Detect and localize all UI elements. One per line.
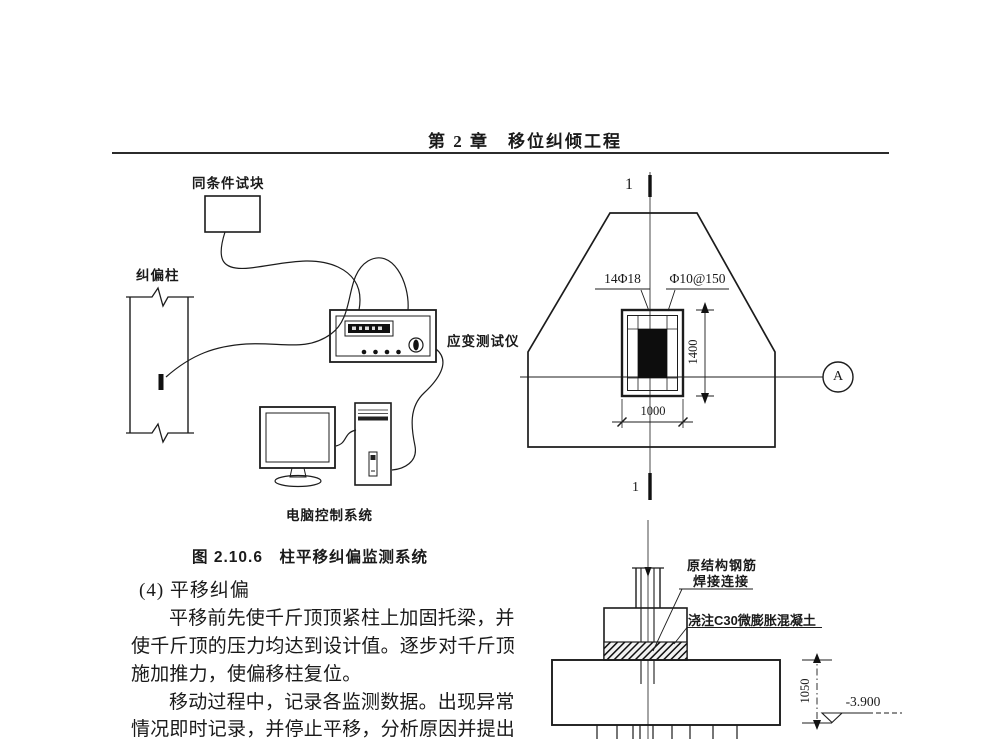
pier-outline: [527, 212, 776, 448]
test-block-box: [204, 195, 261, 233]
dim-1050-lines: [802, 653, 832, 730]
elevation-triangle: [820, 712, 844, 724]
column-drawing: [126, 286, 194, 444]
elevation-marker-lines: [820, 712, 902, 724]
body-line: 平移前先使千斤顶顶紧柱上加固托梁，并: [169, 608, 515, 629]
column-stub: [632, 567, 664, 684]
body-line: 施加推力，使偏移柱复位。: [131, 664, 362, 685]
weld-label-line1: 原结构钢筋: [687, 558, 758, 573]
rebar-stirrup-label: Φ10@150: [669, 271, 726, 286]
concrete-label: 浇注C30微膨胀混凝土: [688, 613, 816, 628]
wire-meter-to-tower: [391, 348, 444, 471]
dim-1000-lines: [612, 399, 693, 428]
computer-tower-drawing: [354, 402, 392, 486]
header-rule: [112, 152, 889, 154]
strain-meter-drawing: [329, 309, 437, 363]
meter-knob: [408, 337, 424, 353]
dim-1000-label: 1000: [640, 404, 666, 418]
foundation-section-diagram: [551, 520, 902, 739]
wire-sensor-to-meter: [165, 257, 409, 378]
weld-label-line2: 焊接连接: [693, 574, 750, 589]
footing-slab: [551, 659, 781, 726]
grout-hatch-strip: [603, 641, 688, 661]
wire-testblock-to-meter: [220, 231, 361, 311]
rebar-label-leaders: [595, 288, 729, 312]
elevation-label: -3.900: [845, 694, 881, 709]
pier-plan-diagram: [520, 172, 854, 500]
body-line: 情况即时记录，并停止平移，分析原因并提出: [131, 719, 516, 739]
monitoring-system-diagram: [126, 195, 444, 488]
dim-1050-label: 1050: [798, 678, 812, 704]
column-label: 纠偏柱: [136, 268, 180, 283]
strain-meter-label: 应变测试仪: [447, 334, 520, 349]
computer-label: 电脑控制系统: [286, 508, 373, 523]
dim-1400-label: 1400: [686, 339, 700, 365]
strain-gauge-sensor: [158, 374, 164, 390]
dim-1400-lines: [696, 302, 714, 404]
section-heading: (4) 平移纠偏: [139, 580, 250, 601]
rebar-main-label: 14Φ18: [604, 271, 641, 286]
axis-bubble-circle: [822, 361, 854, 393]
section-mark-top: 1: [625, 176, 633, 193]
monitor-drawing: [259, 406, 336, 488]
load-arrow: [644, 567, 652, 577]
test-block-label: 同条件试块: [192, 176, 265, 191]
rebar-dowels: [640, 568, 655, 684]
page-title: 第 2 章 移位纠倾工程: [428, 132, 622, 151]
column-core: [638, 329, 667, 378]
section-cut-bar-bottom: [648, 473, 652, 500]
section-label-leaders: [652, 588, 822, 652]
section-mark-bottom: 1: [632, 480, 639, 495]
pile-lines: [596, 725, 738, 739]
column-cross-section: [620, 308, 685, 398]
figure-caption: 图 2.10.6 柱平移纠偏监测系统: [192, 549, 428, 566]
body-line: 使千斤顶的压力均达到设计值。逐步对千斤顶: [131, 636, 516, 657]
axis-bubble-label: A: [832, 369, 844, 384]
section-cut-bar-top: [648, 175, 652, 197]
wire-monitor-to-tower: [335, 429, 357, 447]
body-line: 移动过程中，记录各监测数据。出现异常: [169, 692, 515, 713]
